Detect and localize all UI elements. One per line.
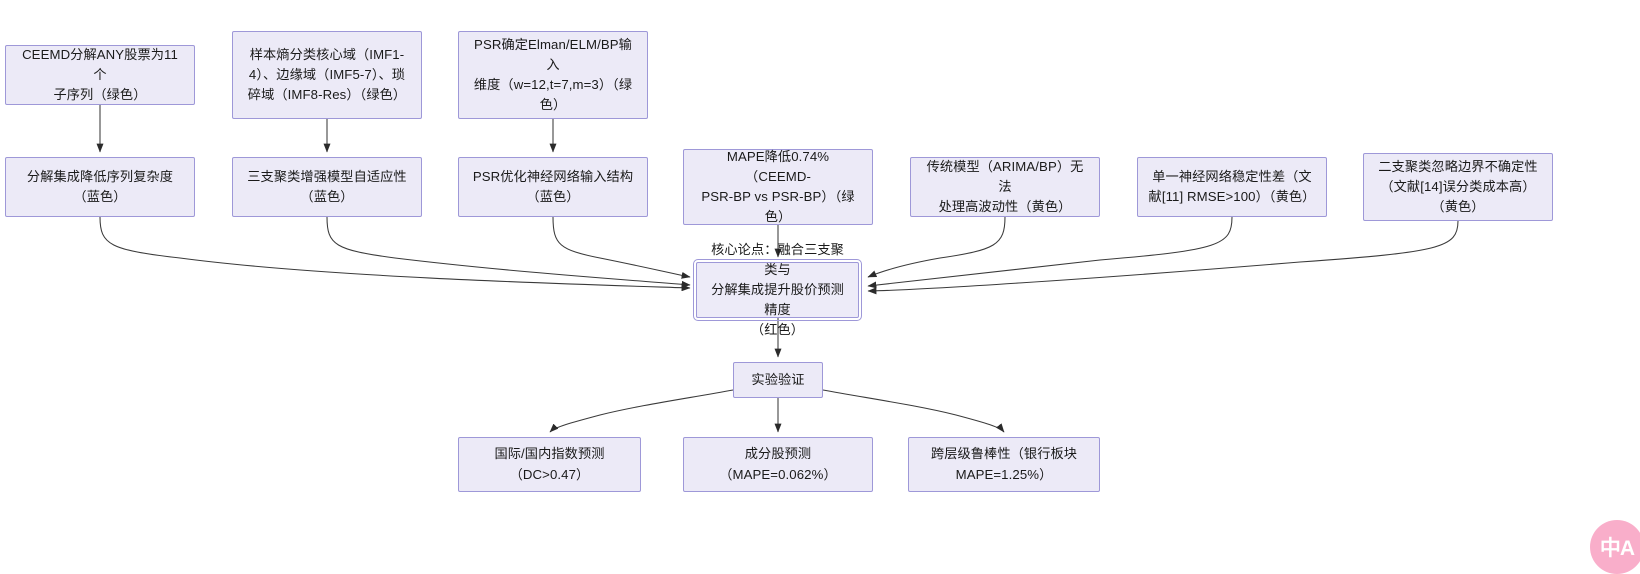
edge-experiment-to-robust bbox=[822, 389, 1005, 433]
node-label: 三支聚类增强模型自适应性 （蓝色） bbox=[247, 168, 407, 204]
node-label: PSR优化神经网络输入结构 （蓝色） bbox=[472, 168, 634, 204]
node-label: 国际/国内指数预测 （DC>0.47） bbox=[494, 446, 605, 482]
node-single-nn-unstable[interactable]: 单一神经网络稳定性差（文 献[11] RMSE>100）（黄色） bbox=[1137, 157, 1327, 217]
node-ceemd[interactable]: CEEMD分解ANY股票为11个 子序列（绿色） bbox=[5, 45, 195, 105]
edge-twoway-to-core bbox=[867, 220, 1459, 295]
node-index-forecast[interactable]: 国际/国内指数预测 （DC>0.47） bbox=[458, 437, 641, 492]
node-decomp-complexity[interactable]: 分解集成降低序列复杂度 （蓝色） bbox=[5, 157, 195, 217]
node-label: 二支聚类忽略边界不确定性 （文献[14]误分类成本高） （黄色） bbox=[1378, 158, 1538, 215]
node-label: 实验验证 bbox=[751, 371, 805, 387]
edge-decomp-to-core bbox=[99, 216, 691, 292]
node-traditional-model[interactable]: 传统模型（ARIMA/BP）无法 处理高波动性（黄色） bbox=[910, 157, 1100, 217]
node-label: 核心论点：融合三支聚类与 分解集成提升股价预测精度 （红色） bbox=[711, 241, 844, 338]
node-core-claim[interactable]: 核心论点：融合三支聚类与 分解集成提升股价预测精度 （红色） bbox=[693, 242, 862, 337]
node-label: 成分股预测 （MAPE=0.062%） bbox=[719, 446, 837, 482]
node-mape-drop[interactable]: MAPE降低0.74%（CEEMD- PSR-BP vs PSR-BP）（绿 色… bbox=[683, 149, 873, 225]
node-label: 跨层级鲁棒性（银行板块 MAPE=1.25%） bbox=[930, 446, 1078, 482]
node-label: 传统模型（ARIMA/BP）无法 处理高波动性（黄色） bbox=[926, 158, 1084, 215]
node-three-way-adaptive[interactable]: 三支聚类增强模型自适应性 （蓝色） bbox=[232, 157, 422, 217]
node-label: CEEMD分解ANY股票为11个 子序列（绿色） bbox=[22, 46, 178, 103]
node-sample-entropy[interactable]: 样本熵分类核心域（IMF1- 4）、边缘域（IMF5-7）、琐 碎域（IMF8-… bbox=[232, 31, 422, 119]
node-psr-optimize[interactable]: PSR优化神经网络输入结构 （蓝色） bbox=[458, 157, 648, 217]
node-two-way-boundary[interactable]: 二支聚类忽略边界不确定性 （文献[14]误分类成本高） （黄色） bbox=[1363, 153, 1553, 221]
node-label: MAPE降低0.74%（CEEMD- PSR-BP vs PSR-BP）（绿 色… bbox=[701, 148, 855, 225]
watermark-text: 中A bbox=[1599, 537, 1635, 560]
edge-threeway-to-core bbox=[326, 216, 691, 288]
node-label: 单一神经网络稳定性差（文 献[11] RMSE>100）（黄色） bbox=[1148, 168, 1316, 204]
watermark-badge: 中A bbox=[1590, 520, 1640, 574]
edge-experiment-to-index bbox=[549, 389, 734, 433]
node-cross-layer-robust[interactable]: 跨层级鲁棒性（银行板块 MAPE=1.25%） bbox=[908, 437, 1100, 492]
edge-psropt-to-core bbox=[552, 216, 691, 279]
node-psr-input-dim[interactable]: PSR确定Elman/ELM/BP输入 维度（w=12,t=7,m=3）（绿 色… bbox=[458, 31, 648, 119]
node-experiment[interactable]: 实验验证 bbox=[733, 362, 823, 398]
node-label: 样本熵分类核心域（IMF1- 4）、边缘域（IMF5-7）、琐 碎域（IMF8-… bbox=[247, 46, 407, 103]
edge-traditional-to-core bbox=[867, 216, 1006, 278]
edge-singlenn-to-core bbox=[867, 216, 1233, 289]
node-component-forecast[interactable]: 成分股预测 （MAPE=0.062%） bbox=[683, 437, 873, 492]
node-label: PSR确定Elman/ELM/BP输入 维度（w=12,t=7,m=3）（绿 色… bbox=[473, 36, 633, 113]
node-label: 分解集成降低序列复杂度 （蓝色） bbox=[26, 168, 174, 204]
